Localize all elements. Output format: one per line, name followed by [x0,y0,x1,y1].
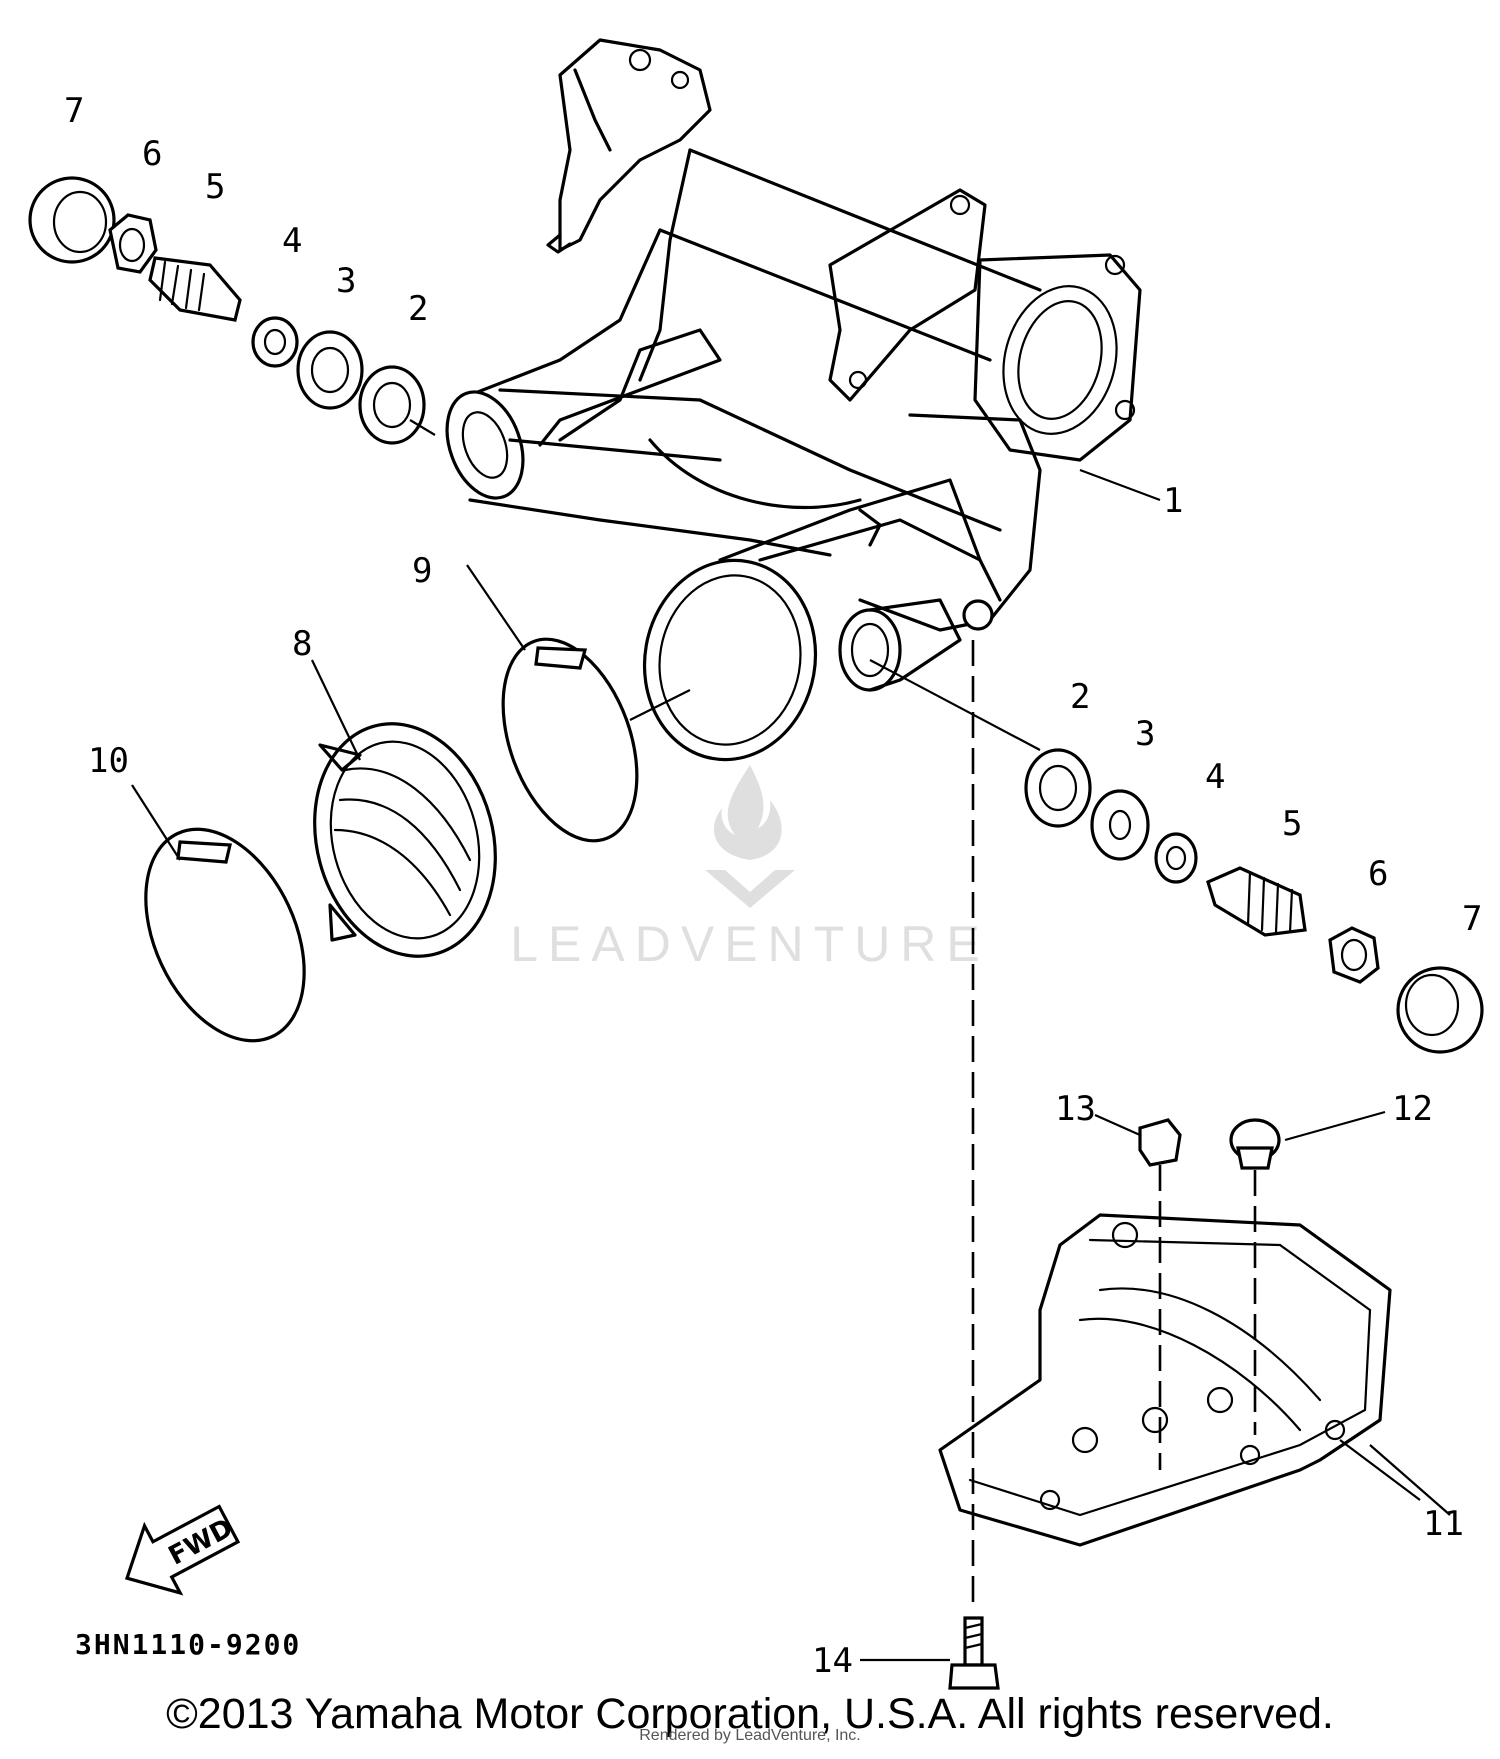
callout-2-left: 2 [408,289,428,329]
callout-7-right: 7 [1462,899,1482,939]
copyright-notice: ©2013 Yamaha Motor Corporation, U.S.A. A… [166,1690,1334,1738]
right-pivot-parts [869,659,1484,1054]
callout-leaders [131,468,1451,1662]
callout-6-right: 6 [1368,854,1388,894]
flame-logo-icon [705,765,795,908]
callout-5-left: 5 [205,167,225,207]
callout-3-left: 3 [336,261,356,301]
left-pivot-parts [28,176,436,445]
callout-5-right: 5 [1282,804,1302,844]
boot-and-clamps [144,637,691,1043]
callout-13: 13 [1055,1089,1096,1129]
callout-14: 14 [812,1641,853,1681]
leadventure-watermark: LEADVENTURE [490,760,1010,973]
fwd-arrow: FWD [124,1504,241,1596]
diagram-code: 3HN1110-9200 [75,1628,302,1661]
callout-4-right: 4 [1205,757,1225,797]
callout-3-right: 3 [1135,714,1155,754]
callout-labels: 1 7 6 5 4 3 2 9 8 10 2 3 4 5 6 7 13 12 1… [64,91,1482,1681]
rendered-by-notice: Rendered by LeadVenture, Inc. [639,1727,861,1744]
callout-4-left: 4 [282,221,302,261]
skid-guard-part [938,1213,1421,1547]
callout-10: 10 [88,741,129,781]
callout-2-right: 2 [1070,677,1090,717]
callout-6-left: 6 [142,134,162,174]
callout-7-left: 7 [64,91,84,131]
swingarm-part [445,38,1142,762]
callout-12: 12 [1392,1089,1433,1129]
callout-8: 8 [292,624,312,664]
callout-11: 11 [1423,1504,1464,1544]
guard-bolts [948,640,1281,1690]
callout-1: 1 [1163,481,1183,521]
watermark-text: LEADVENTURE [510,916,990,972]
callout-9: 9 [412,551,432,591]
